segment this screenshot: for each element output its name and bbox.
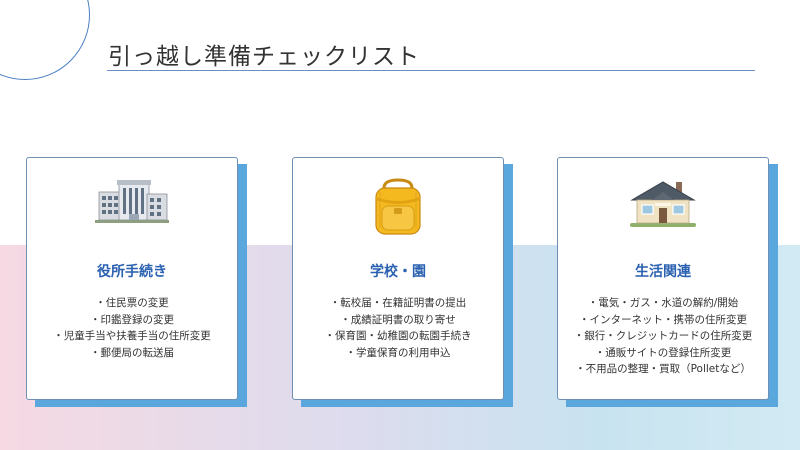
card-school: 学校・園 ・転校届・在籍証明書の提出 ・成績証明書の取り寄せ ・保育園・幼稚園の… <box>292 157 513 407</box>
house-icon <box>628 178 698 232</box>
card-government: 役所手続き ・住民票の変更 ・印鑑登録の変更 ・児童手当や扶養手当の住所変更 ・… <box>26 157 247 407</box>
card-body: 学校・園 ・転校届・在籍証明書の提出 ・成績証明書の取り寄せ ・保育園・幼稚園の… <box>292 157 504 400</box>
list-item: ・郵便局の転送届 <box>90 346 174 359</box>
card-body: 役所手続き ・住民票の変更 ・印鑑登録の変更 ・児童手当や扶養手当の住所変更 ・… <box>26 157 238 400</box>
building-icon <box>93 178 171 228</box>
list-item: ・転校届・在籍証明書の提出 <box>329 297 467 309</box>
card-item-list: ・電気・ガス・水道の解約/開始 ・インターネット・携帯の住所変更 ・銀行・クレジ… <box>558 295 768 378</box>
list-item: ・児童手当や扶養手当の住所変更 <box>53 330 211 342</box>
list-item: ・不用品の整理・買取（Polletなど） <box>575 363 751 375</box>
page-title: 引っ越し準備チェックリスト <box>108 44 420 70</box>
list-item: ・電気・ガス・水道の解約/開始 <box>587 297 739 309</box>
card-item-list: ・住民票の変更 ・印鑑登録の変更 ・児童手当や扶養手当の住所変更 ・郵便局の転送… <box>27 295 237 361</box>
list-item: ・成績証明書の取り寄せ <box>340 313 456 326</box>
list-item: ・銀行・クレジットカードの住所変更 <box>573 330 753 342</box>
card-body: 生活関連 ・電気・ガス・水道の解約/開始 ・インターネット・携帯の住所変更 ・銀… <box>557 157 769 400</box>
list-item: ・住民票の変更 <box>95 297 169 309</box>
list-item: ・インターネット・携帯の住所変更 <box>579 313 747 326</box>
card-title: 役所手続き <box>97 264 167 280</box>
school-bag-icon <box>368 178 428 240</box>
card-title: 生活関連 <box>635 264 691 280</box>
card-title: 学校・園 <box>370 264 426 280</box>
list-item: ・通販サイトの登録住所変更 <box>594 346 732 359</box>
card-item-list: ・転校届・在籍証明書の提出 ・成績証明書の取り寄せ ・保育園・幼稚園の転園手続き… <box>293 295 503 361</box>
list-item: ・印鑑登録の変更 <box>90 313 174 326</box>
title-underline <box>107 70 755 71</box>
decorative-circle <box>0 0 90 80</box>
list-item: ・学童保育の利用申込 <box>345 346 451 359</box>
card-living: 生活関連 ・電気・ガス・水道の解約/開始 ・インターネット・携帯の住所変更 ・銀… <box>557 157 778 407</box>
list-item: ・保育園・幼稚園の転園手続き <box>324 330 472 342</box>
